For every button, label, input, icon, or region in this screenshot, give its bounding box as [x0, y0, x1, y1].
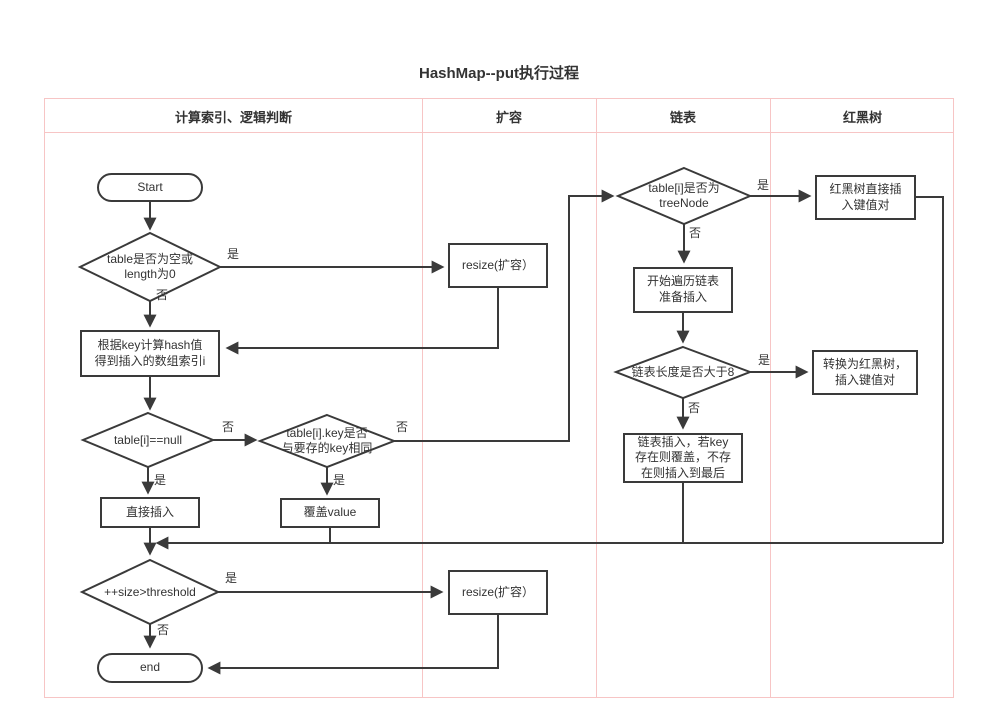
lane-header-red-black-tree: 红黑树	[842, 109, 882, 125]
node-traverse-list: 开始遍历链表 准备插入	[633, 267, 733, 313]
diamond-check-empty	[77, 231, 223, 303]
edge-label-no: 否	[396, 420, 409, 434]
edge-rbt-insert-down	[916, 196, 944, 543]
lane-divider	[422, 99, 423, 697]
edge-label-yes: 是	[227, 247, 240, 261]
page-title: HashMap--put执行过程	[419, 65, 579, 82]
diamond-check-null	[80, 411, 216, 469]
node-list-insert: 链表插入，若key 存在则覆盖，不存 在则插入到最后	[623, 433, 743, 483]
diamond-check-treenode	[615, 166, 753, 226]
node-start: Start	[97, 173, 203, 202]
edge-label-yes: 是	[225, 571, 238, 585]
edge-label-no: 否	[689, 226, 702, 240]
lane-divider	[770, 99, 771, 697]
edge-label-no: 否	[157, 623, 170, 637]
node-calc-hash: 根据key计算hash值 得到插入的数组索引i	[80, 330, 220, 377]
node-cover-value: 覆盖value	[280, 498, 380, 528]
edge-label-yes: 是	[758, 353, 771, 367]
edge-resize2-to-end	[207, 615, 499, 675]
lane-header-linked-list: 链表	[669, 109, 696, 125]
edge-check-key-no-check-treenode	[394, 189, 615, 442]
lane-header-resize: 扩容	[495, 109, 522, 125]
lane-divider	[596, 99, 597, 697]
lane-header-index-logic: 计算索引、逻辑判断	[174, 109, 292, 125]
node-resize-1: resize(扩容）	[448, 243, 548, 288]
edge-label-no: 否	[222, 420, 235, 434]
diamond-check-threshold	[79, 558, 221, 626]
node-rbt-insert: 红黑树直接插 入键值对	[815, 175, 916, 220]
edge-label-no: 否	[688, 401, 701, 415]
swimlane-container: 计算索引、逻辑判断 扩容 链表 红黑树	[44, 98, 954, 698]
edge-label-yes: 是	[154, 473, 167, 487]
edge-resize1-to-calc-hash	[225, 288, 499, 355]
node-resize-2: resize(扩容）	[448, 570, 548, 615]
diamond-check-length	[613, 345, 753, 400]
edge-label-yes: 是	[333, 473, 346, 487]
edge-label-yes: 是	[757, 178, 770, 192]
lane-header-row	[45, 99, 953, 133]
node-direct-insert: 直接插入	[100, 497, 200, 528]
node-end: end	[97, 653, 203, 683]
node-to-rbt: 转换为红黑树， 插入键值对	[812, 350, 918, 395]
diamond-check-key-same	[257, 413, 397, 469]
edge-label-no: 否	[156, 288, 169, 302]
